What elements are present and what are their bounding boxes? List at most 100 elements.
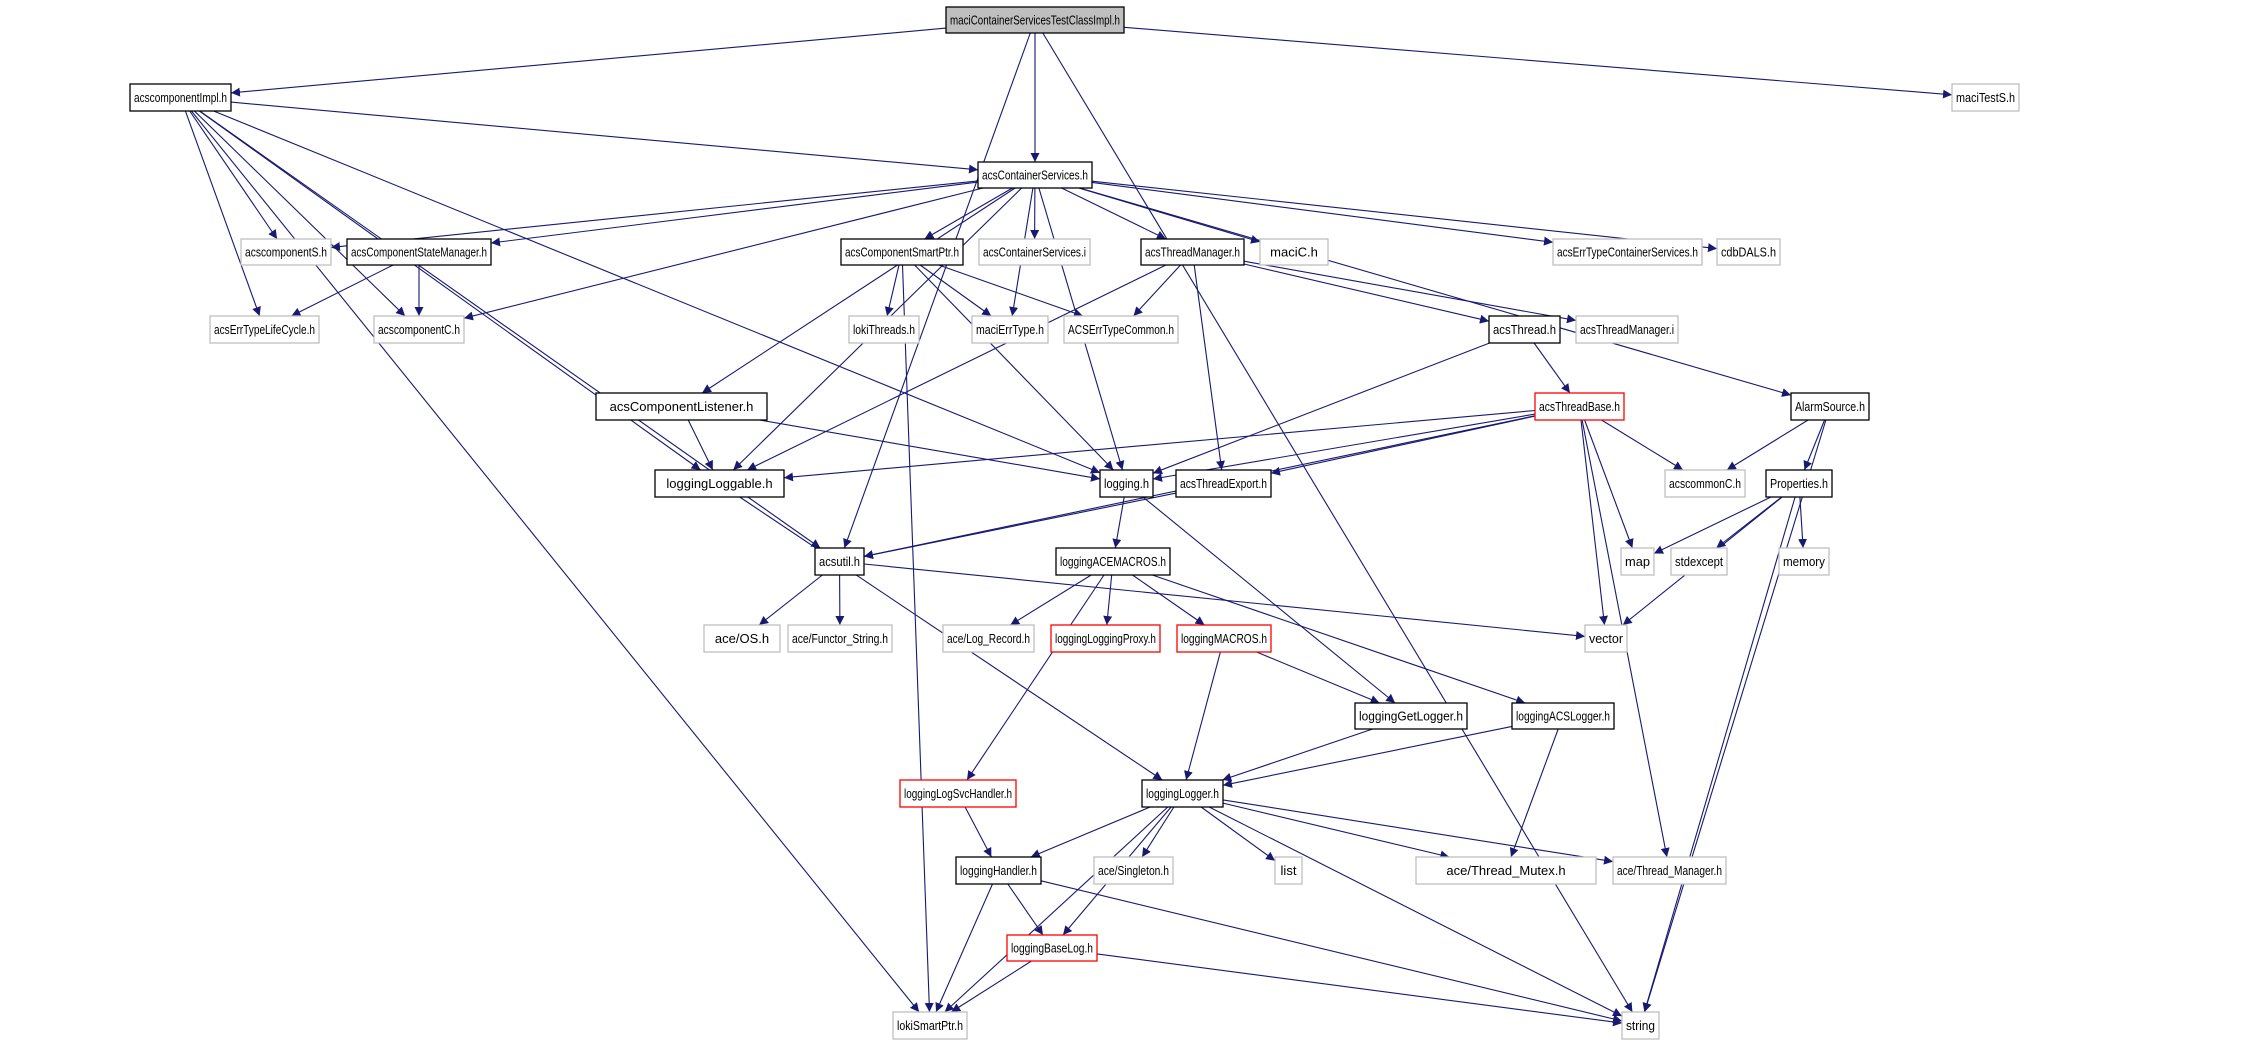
node-box [814,547,865,576]
node-acs-err-type-container-services: acsErrTypeContainerServices.h [1552,238,1703,266]
node-map: map [1620,547,1655,576]
node-acserr-type-common: ACSErrTypeCommon.h [1063,315,1179,344]
node-logging-handler[interactable]: loggingHandler.h [955,856,1042,885]
edge-acs-thread-manager-to-acs-thread-manager-i [1243,260,1577,324]
edge-acs-component-smart-ptr-to-loki-smart-ptr [901,264,934,1013]
edge-acs-thread-to-acs-thread-base [1533,342,1571,394]
node-acscomponent-c: acscomponentC.h [373,315,465,344]
node-logging-loggable[interactable]: loggingLoggable.h [654,469,785,498]
node-acs-component-listener[interactable]: acsComponentListener.h [595,392,768,421]
node-label: loggingHandler.h [960,863,1037,878]
node-box [787,624,893,653]
node-logging-logging-proxy[interactable]: loggingLoggingProxy.h [1050,624,1161,653]
node-root[interactable]: maciContainerServicesTestClassImpl.h [945,6,1125,34]
nodes-layer: maciContainerServicesTestClassImpl.h acsc… [129,6,2020,1040]
node-box [1670,547,1728,576]
edge-acs-thread-base-to-map [1584,419,1634,549]
node-box [955,856,1042,885]
edge-alarm-source-to-acscommon-c [1726,419,1809,471]
node-label: loggingLoggable.h [666,476,772,491]
node-label: ace/Thread_Manager.h [1617,863,1722,878]
node-label: maciC.h [1270,244,1318,259]
node-label: list [1281,863,1297,878]
node-logging-macros[interactable]: loggingMACROS.h [1176,624,1272,653]
node-label: acsThreadBase.h [1539,399,1620,414]
node-acs-component-state-manager[interactable]: acsComponentStateManager.h [346,238,492,266]
edge-acsutil-to-ace-os [758,574,823,626]
node-logging-logger[interactable]: loggingLogger.h [1141,779,1224,808]
node-box [1176,624,1272,653]
node-logging-get-logger[interactable]: loggingGetLogger.h [1354,702,1468,730]
edge-logging-get-logger-to-logging-logger [1222,728,1373,782]
node-label: loggingACEMACROS.h [1060,554,1166,569]
node-box [1055,547,1171,576]
node-logging-base-log[interactable]: loggingBaseLog.h [1006,934,1098,962]
node-acs-thread[interactable]: acsThread.h [1488,315,1561,344]
node-label: stdexcept [1675,554,1723,569]
node-acs-container-services-i: acsContainerServices.i [978,238,1091,266]
node-acs-component-smart-ptr[interactable]: acsComponentSmartPtr.h [840,238,964,266]
node-label: acsContainerServices.h [982,167,1088,182]
edge-acs-component-listener-to-logging [759,419,1101,482]
node-acs-thread-base[interactable]: acsThreadBase.h [1534,392,1625,421]
node-box [1140,238,1245,266]
node-alarm-source[interactable]: AlarmSource.h [1790,392,1870,421]
edge-acs-thread-export-to-acsutil [863,492,1177,560]
node-label: ace/Thread_Mutex.h [1446,863,1565,878]
node-box [1050,624,1161,653]
edge-acs-component-listener-to-logging-loggable [687,419,714,471]
edge-logging-base-log-to-string [1096,953,1623,1027]
node-logging-log-svc-handler[interactable]: loggingLogSvcHandler.h [899,779,1017,808]
node-box [1006,934,1098,962]
node-label: acscomponentS.h [245,244,327,259]
node-box [971,315,1049,344]
edge-acs-container-services-to-acscomponent-s [330,180,979,251]
edge-logging-logger-to-string [1208,806,1623,1017]
node-label: acscommonC.h [1669,476,1741,491]
node-box [1063,315,1179,344]
node-acs-thread-export[interactable]: acsThreadExport.h [1175,469,1272,498]
node-label: acsContainerServices.i [983,244,1086,259]
node-box [1141,779,1224,808]
node-box [1274,856,1303,885]
node-acs-container-services[interactable]: acsContainerServices.h [977,161,1093,189]
node-box [129,83,232,112]
node-logging-acslogger[interactable]: loggingACSLogger.h [1511,702,1615,730]
node-properties[interactable]: Properties.h [1765,469,1833,498]
node-acscomponent-impl[interactable]: acscomponentImpl.h [129,83,232,112]
node-box [209,315,320,344]
edge-acs-container-services-to-acs-err-type-container-services [1091,181,1554,246]
node-box [595,392,768,421]
edge-acs-container-services-to-acscomponent-c [463,187,984,321]
node-box [1778,547,1830,576]
node-box [1175,469,1272,498]
node-label: maciErrType.h [976,322,1044,337]
node-box [346,238,492,266]
node-label: acsComponentSmartPtr.h [845,244,959,259]
node-label: acsThreadManager.i [1580,322,1674,337]
node-logging[interactable]: logging.h [1099,469,1154,498]
edge-acscomponent-impl-to-acs-container-services [230,101,979,174]
edge-acs-thread-base-to-logging [1152,413,1536,482]
node-box [1790,392,1870,421]
edge-acs-container-services-to-alarm-source [1079,187,1792,397]
node-acs-thread-manager[interactable]: acsThreadManager.h [1140,238,1245,266]
node-box [978,238,1091,266]
edge-properties-to-memory [1798,496,1808,549]
node-label: loggingACSLogger.h [1516,708,1610,723]
node-box [899,779,1017,808]
node-box [1354,702,1468,730]
node-box [1620,547,1655,576]
node-label: map [1625,554,1650,569]
node-acsutil[interactable]: acsutil.h [814,547,865,576]
node-label: acsThreadManager.h [1145,244,1240,259]
node-box [1664,469,1746,498]
node-box [1093,856,1174,885]
edge-logging-to-logging-get-logger [1142,496,1396,704]
node-logging-acemacros[interactable]: loggingACEMACROS.h [1055,547,1171,576]
edge-logging-acemacros-to-logging-log-svc-handler [966,574,1105,781]
edge-acs-container-services-to-acs-component-listener [701,187,1016,394]
node-acscomponent-s: acscomponentS.h [240,238,332,266]
node-box [1612,856,1727,885]
node-box [240,238,332,266]
